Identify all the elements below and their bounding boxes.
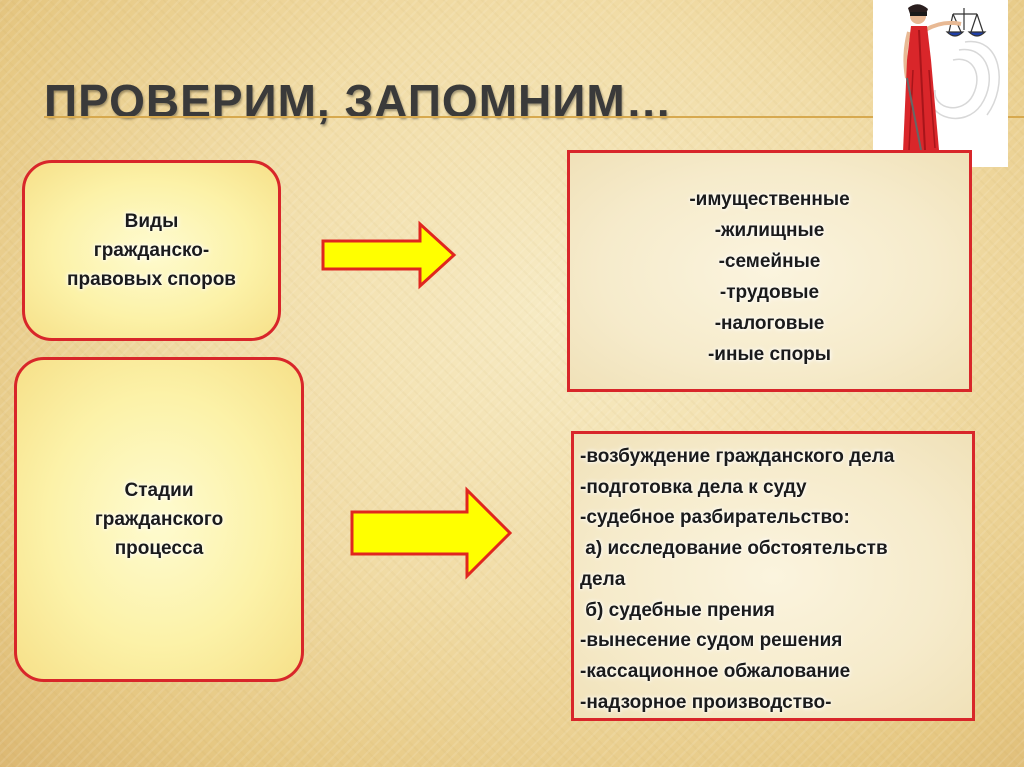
list-item: дела bbox=[580, 568, 626, 590]
civil-dispute-types-box: Виды гражданско- правовых споров bbox=[22, 160, 281, 341]
box1-line: правовых споров bbox=[67, 269, 236, 290]
right-arrow-icon bbox=[321, 220, 457, 290]
title-underline bbox=[44, 116, 1024, 118]
box2-line: процесса bbox=[114, 538, 204, 559]
list-item: -судебное разбирательство: bbox=[580, 507, 850, 529]
list-item: -кассационное обжалование bbox=[580, 660, 851, 682]
list-item: б) судебные прения bbox=[580, 599, 775, 621]
list-item: -надзорное производство- bbox=[580, 691, 832, 713]
slide-title: ПРОВЕРИМ, ЗАПОМНИМ… bbox=[44, 75, 673, 127]
list-item: -возбуждение гражданского дела bbox=[580, 446, 895, 467]
list-item: -жилищные bbox=[714, 220, 825, 241]
lady-justice-icon bbox=[903, 4, 1000, 156]
list-item: -трудовые bbox=[719, 282, 820, 303]
list-item: -подготовка дела к суду bbox=[580, 476, 807, 498]
scales-icon bbox=[945, 8, 987, 37]
box2-line: Стадии bbox=[124, 480, 194, 501]
right-arrow-icon bbox=[350, 486, 513, 580]
box1-line: гражданско- bbox=[93, 240, 210, 261]
civil-process-stages-box: Стадии гражданского процесса bbox=[14, 357, 304, 682]
box2-line: гражданского bbox=[94, 509, 224, 530]
process-stages-list-box: -возбуждение гражданского дела -подготов… bbox=[571, 431, 975, 721]
list-item: а) исследование обстоятельств bbox=[580, 538, 888, 560]
list-item: -налоговые bbox=[714, 313, 825, 334]
dispute-types-list: -имущественные -жилищные -семейные -труд… bbox=[570, 153, 969, 370]
list-item: -семейные bbox=[718, 251, 821, 272]
dispute-types-list-box: -имущественные -жилищные -семейные -труд… bbox=[567, 150, 972, 392]
box1-line: Виды bbox=[124, 211, 179, 232]
lady-justice-illustration bbox=[873, 0, 1008, 167]
list-item: -иные споры bbox=[707, 344, 832, 365]
list-item: -вынесение судом решения bbox=[580, 630, 843, 652]
list-item: -имущественные bbox=[689, 189, 850, 210]
process-stages-list: -возбуждение гражданского дела -подготов… bbox=[574, 434, 972, 718]
